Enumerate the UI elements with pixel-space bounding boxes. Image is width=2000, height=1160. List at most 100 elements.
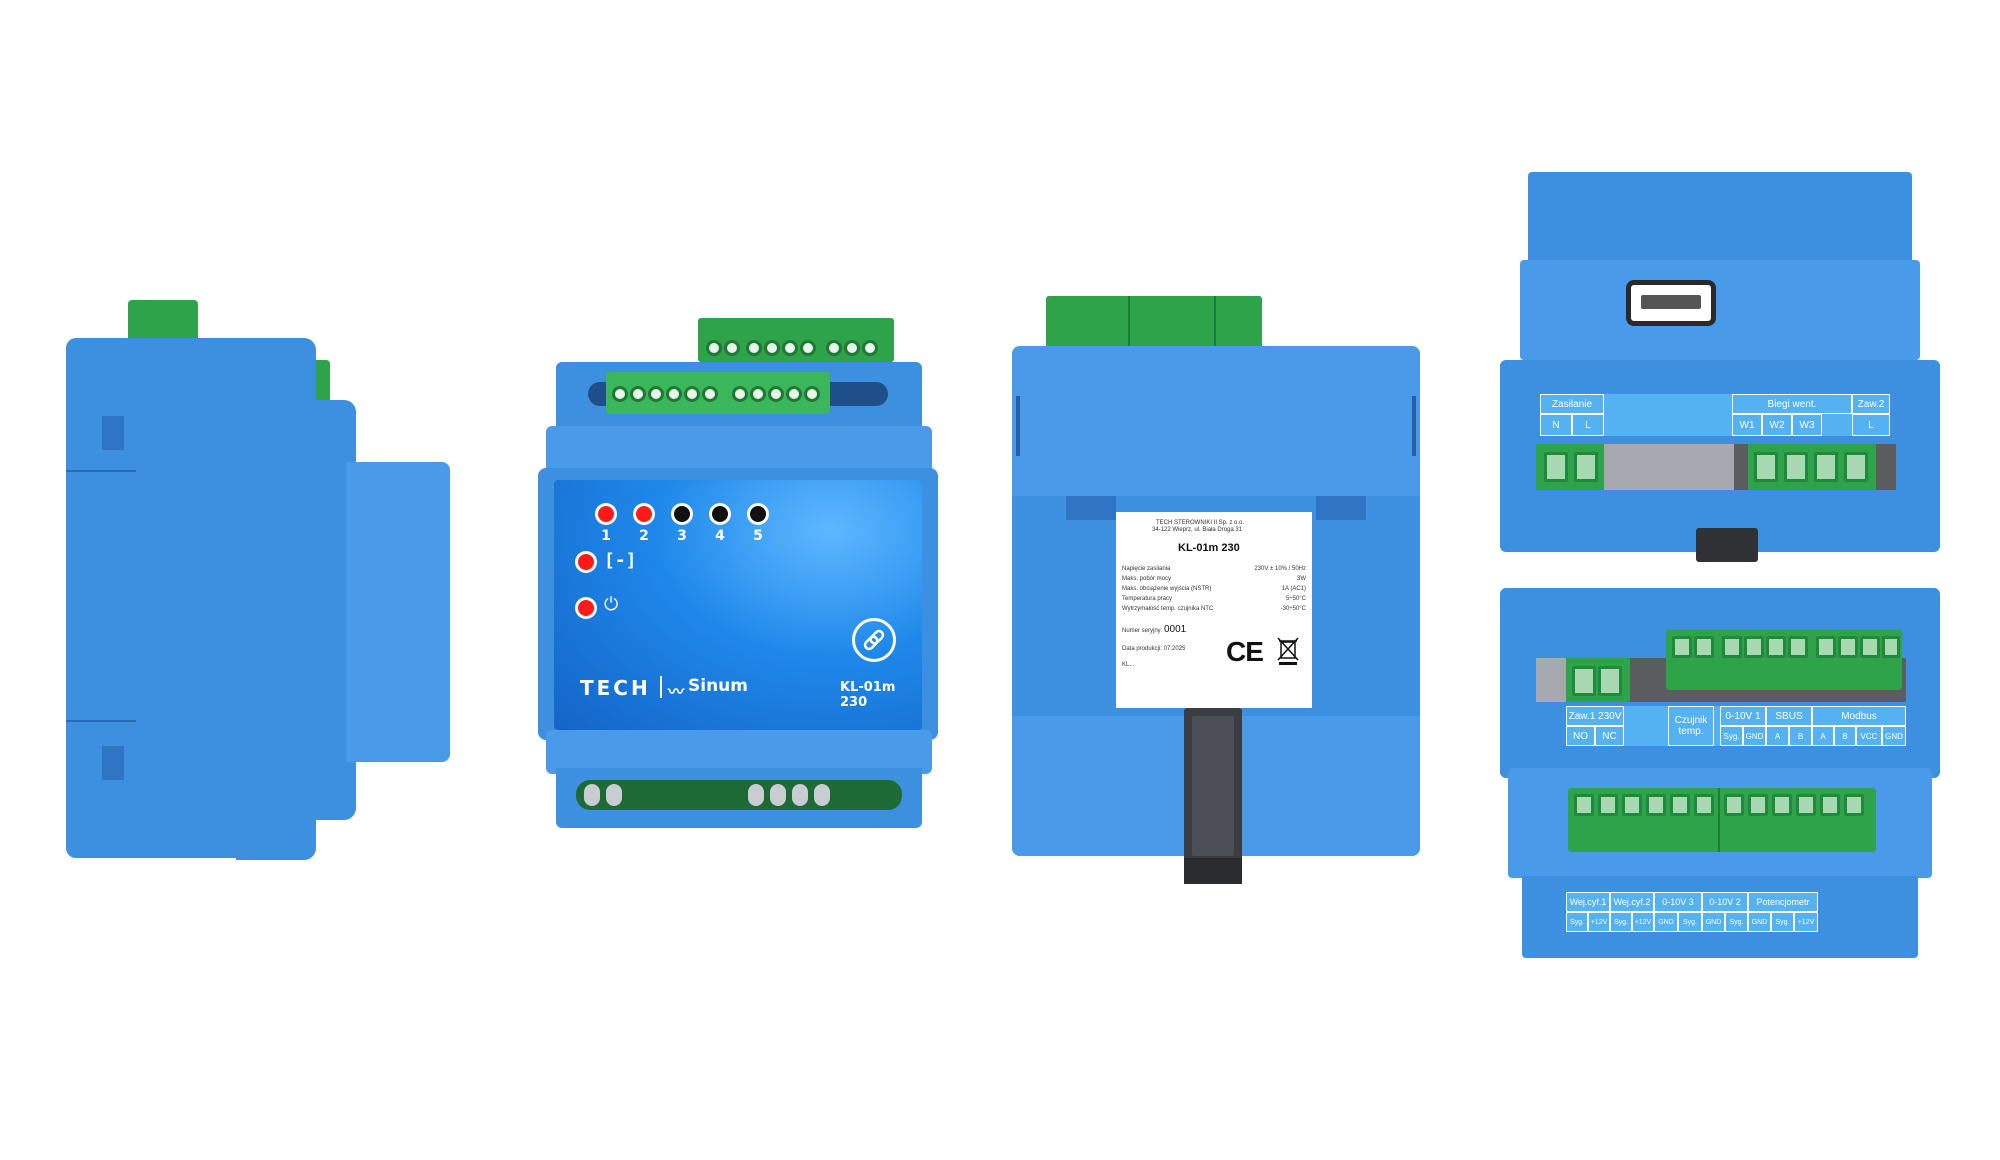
- label-row-0-name: Napięcie zasilania: [1122, 566, 1171, 572]
- top-bottom-clip: [1696, 528, 1758, 562]
- label-serial-label: Numer seryjny:: [1122, 628, 1163, 634]
- sinum-logo-icon: 〰: [668, 682, 685, 701]
- label-date: Data produkcji: 07.2025: [1122, 646, 1186, 652]
- model-name: KL-01m 230: [840, 680, 896, 710]
- back-top-band: [1012, 346, 1420, 496]
- lower-sub-1: +12V: [1588, 912, 1610, 932]
- label-company-line1: TECH STEROWNIKI II Sp. z o.o.: [1156, 520, 1245, 526]
- bottom-group-zaw1: Zaw.1 230V: [1566, 706, 1624, 726]
- lower-sub-9: Syg.: [1771, 912, 1794, 932]
- led-power: [578, 600, 594, 616]
- top-rear-block: [1528, 172, 1912, 272]
- label-row-0: Napięcie zasilania 230V ± 10% / 50Hz: [1122, 566, 1306, 572]
- label-row-3-value: 5÷50°C: [1285, 596, 1306, 602]
- bottom-group-modbus: Modbus: [1812, 706, 1906, 726]
- front-lower-shelf: [546, 730, 932, 774]
- bottom-sub-no: NO: [1566, 726, 1595, 746]
- label-row-0-value: 230V ± 10% / 50Hz: [1254, 566, 1306, 572]
- led-label-5: 5: [753, 528, 763, 544]
- bottom-sub-b2: B: [1834, 726, 1856, 746]
- top-sub-w3: W3: [1792, 414, 1822, 436]
- side-body-main: [66, 338, 246, 858]
- back-product-label: TECH STEROWNIKI II Sp. z o.o. 34-122 Wie…: [1116, 512, 1312, 708]
- lower-group-0-10v-2: 0-10V 2: [1702, 892, 1748, 912]
- lower-sub-10: +12V: [1794, 912, 1818, 932]
- lower-sub-2: Syg.: [1610, 912, 1632, 932]
- led-3: [674, 506, 690, 522]
- bottom-sub-gnd2: GND: [1882, 726, 1906, 746]
- front-face-panel: 1 2 3 4 5 [-] ⏻ TECH 〰 Sinum KL-01m 230: [554, 480, 922, 730]
- lower-group-wejcyf1: Wej.cyf.1: [1566, 892, 1610, 912]
- sub-brand-logo: Sinum: [688, 676, 748, 696]
- label-row-2: Maks. obciążenie wyjścia (NSTR)1A (AC1): [1122, 586, 1306, 592]
- brand-divider: [660, 676, 662, 698]
- lower-sub-8: GND: [1748, 912, 1771, 932]
- bottom-sub-a2: A: [1812, 726, 1834, 746]
- back-side-slot-left: [1016, 396, 1020, 456]
- label-kl: KL...: [1122, 662, 1135, 668]
- top-terminal-row: [1536, 444, 1896, 490]
- bottom-sub-gnd: GND: [1743, 726, 1766, 746]
- top-mid-block: [1520, 260, 1920, 360]
- label-row-1-name: Maks. pobór mocy: [1122, 576, 1172, 582]
- top-label-biegi: Biegi went.: [1732, 394, 1852, 414]
- top-sub-l: L: [1572, 414, 1604, 436]
- top-view-device: Zasilanie Biegi went. Zaw.2 N L W1 W2 W3…: [1500, 172, 1940, 562]
- side-body-mid: [236, 400, 356, 820]
- led-5: [750, 506, 766, 522]
- lower-sub-7: Syg.: [1725, 912, 1748, 932]
- label-model: KL-01m 230: [1178, 542, 1240, 554]
- led-link: [578, 554, 594, 570]
- lower-sub-3: +12V: [1632, 912, 1654, 932]
- top-label-strip: [1540, 394, 1890, 436]
- led-label-4: 4: [715, 528, 725, 544]
- side-terminal-top-1: [128, 300, 198, 340]
- top-sub-n: N: [1540, 414, 1572, 436]
- chain-link-icon: [852, 618, 896, 662]
- lower-sub-4: GND: [1654, 912, 1678, 932]
- top-label-zasilanie: Zasilanie: [1540, 394, 1604, 414]
- top-sub-w1: W1: [1732, 414, 1762, 436]
- usb-port: [1626, 280, 1716, 326]
- front-top-terminal-rear: [698, 318, 894, 362]
- lower-sub-5: Syg.: [1678, 912, 1702, 932]
- bottom-view-device: Zaw.1 230V Czujnik temp. 0-10V 1 SBUS Mo…: [1500, 588, 1940, 968]
- label-row-2-value: 1A (AC1): [1281, 586, 1306, 592]
- din-rail-clip: [1184, 708, 1242, 884]
- top-sub-l2: L: [1852, 414, 1890, 436]
- side-body-lower: [236, 800, 316, 860]
- side-clip-top: [102, 416, 124, 450]
- bottom-group-sbus: SBUS: [1766, 706, 1812, 726]
- led-label-3: 3: [677, 528, 687, 544]
- front-view-device: 1 2 3 4 5 [-] ⏻ TECH 〰 Sinum KL-01m 230: [538, 318, 938, 838]
- lower-group-potencjometr: Potencjometr: [1748, 892, 1818, 912]
- bottom-sub-syg: Syg.: [1720, 726, 1743, 746]
- lower-group-wejcyf2: Wej.cyf.2: [1610, 892, 1654, 912]
- front-top-terminal-front: [606, 372, 830, 414]
- back-side-slot-right: [1412, 396, 1416, 456]
- label-company-line2: 34-122 Wieprz, ul. Biała Droga 31: [1152, 527, 1243, 533]
- power-icon: ⏻: [604, 594, 619, 615]
- lower-group-0-10v-3: 0-10V 3: [1654, 892, 1702, 912]
- label-row-1: Maks. pobór mocy 3W: [1122, 576, 1306, 582]
- label-row-1-value: 3W: [1297, 576, 1306, 582]
- back-view-device: TECH STEROWNIKI II Sp. z o.o. 34-122 Wie…: [1012, 296, 1420, 886]
- lower-sub-0: Syg.: [1566, 912, 1588, 932]
- label-serial-value: 0001: [1164, 624, 1187, 635]
- led-1: [598, 506, 614, 522]
- bottom-sub-nc: NC: [1595, 726, 1624, 746]
- led-label-2: 2: [639, 528, 649, 544]
- bottom-sub-a1: A: [1766, 726, 1789, 746]
- link-icon: [-]: [604, 550, 637, 571]
- bottom-mid-terminals: [1568, 788, 1876, 852]
- led-2: [636, 506, 652, 522]
- label-row-4: Wytrzymałość temp. czujnika NTC -30÷50°C: [1122, 606, 1306, 612]
- lower-sub-6: GND: [1702, 912, 1725, 932]
- label-row-4-value: -30÷50°C: [1280, 606, 1306, 612]
- side-body-front: [346, 462, 450, 762]
- led-4: [712, 506, 728, 522]
- side-edge-line-2: [66, 720, 136, 722]
- bottom-sub-b1: B: [1789, 726, 1812, 746]
- label-row-4-name: Wytrzymałość temp. czujnika NTC: [1122, 606, 1214, 612]
